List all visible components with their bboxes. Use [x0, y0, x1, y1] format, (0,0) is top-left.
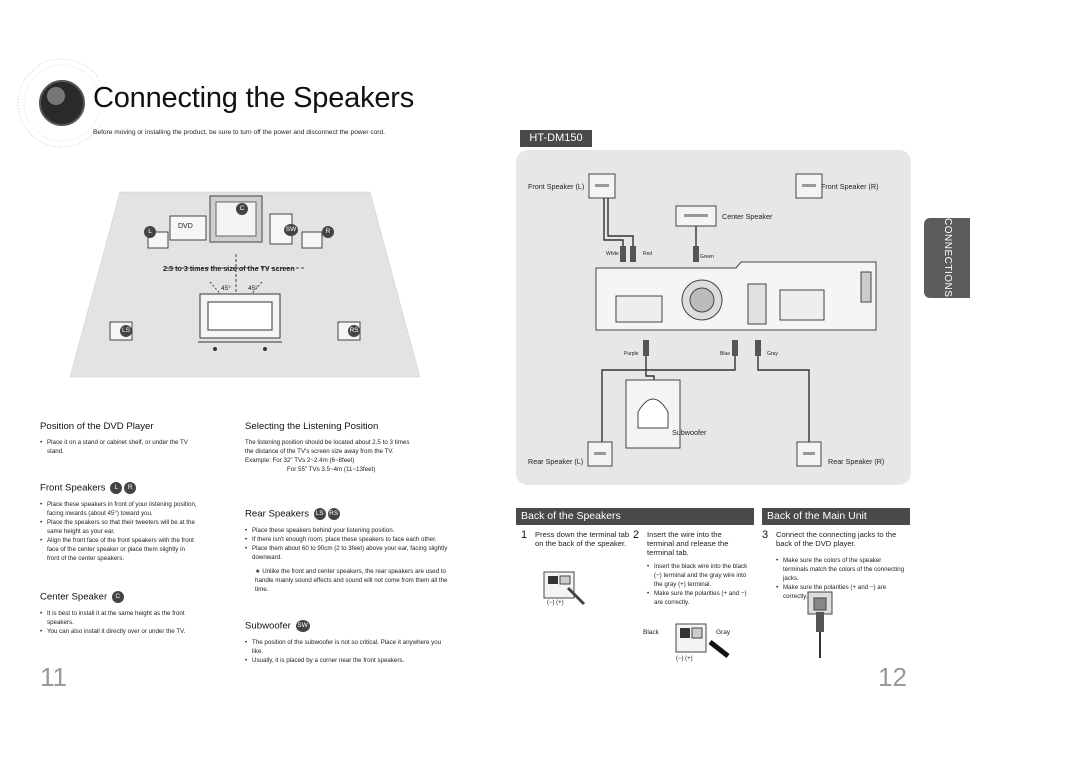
front-speakers-list: Place these speakers in front of your li…: [40, 500, 198, 563]
blue-wire-label: Blue: [720, 351, 731, 357]
polarity-label-1: (−) (+): [547, 600, 564, 606]
distance-note: 2.5 to 3 times the size of the TV screen: [163, 264, 295, 273]
rear-speakers-list: Place these speakers behind your listeni…: [245, 526, 460, 562]
page-number-right: 12: [878, 662, 907, 692]
subwoofer-section-badge: SW: [295, 620, 310, 632]
gray-wire-label: Gray: [767, 351, 778, 357]
center-speaker-list: It is best to install it at the same hei…: [40, 609, 200, 636]
list-item: The position of the subwoofer is not so …: [245, 638, 445, 656]
step-2-text: Insert the wire into the terminal and re…: [647, 530, 729, 557]
disc-logo: [17, 58, 100, 148]
page-number-left: 11: [40, 662, 67, 692]
center-speaker-title: Center Speaker: [40, 591, 108, 603]
gray-terminal-label: Gray: [716, 629, 731, 636]
angle-left-label: 45°: [221, 285, 231, 292]
polarity-label-2: (−) (+): [676, 656, 693, 662]
center-speaker-badge: C: [111, 591, 124, 603]
step-2-list: Insert the black wire into the black (−)…: [647, 562, 755, 607]
list-item: Place the speakers so that their tweeter…: [40, 518, 198, 536]
main-unit-list: Make sure the colors of the speaker term…: [776, 556, 908, 601]
subwoofer-heading: Subwoofer SW: [245, 620, 310, 632]
list-item: If there isn't enough room, place these …: [245, 535, 460, 544]
rear-right-badge: RS: [327, 508, 340, 520]
connections-tab-label: CONNECTIONS: [942, 218, 953, 298]
right-badge: R: [322, 226, 334, 238]
step-3-number: 3: [762, 529, 769, 541]
left-badge: L: [144, 226, 156, 238]
back-main-unit-heading: Back of the Main Unit: [762, 508, 910, 525]
black-wire-label: Black: [643, 629, 659, 636]
wire-insert-illustration: [675, 623, 730, 658]
listening-heading: Selecting the Listening Position: [245, 421, 379, 432]
red-wire-label: Red: [643, 251, 653, 257]
position-dvd-heading: Position of the DVD Player: [40, 421, 154, 432]
rear-right-label: Rear Speaker (R): [828, 457, 885, 466]
step-1-text: Press down the terminal tab on the back …: [535, 530, 630, 548]
list-item: Make sure the colors of the speaker term…: [776, 556, 908, 583]
rear-speakers-title: Rear Speakers: [245, 508, 309, 520]
jack-connection-illustration: [807, 591, 833, 658]
rear-speakers-note: ★ Unlike the front and center speakers, …: [255, 568, 448, 593]
list-item: Insert the black wire into the black (−)…: [647, 562, 755, 589]
right-surround-badge: RS: [348, 325, 360, 337]
page-subtitle: Before moving or installing the product,…: [93, 129, 386, 136]
list-item: Place them about 60 to 90cm (2 to 3feet)…: [245, 544, 460, 562]
model-badge: HT-DM150: [520, 130, 592, 147]
listening-text-55: For 55" TVs 3.5~4m (11~13feet): [287, 466, 376, 473]
front-right-badge: R: [124, 482, 137, 494]
wiring-diagram: [587, 173, 877, 467]
subwoofer-title: Subwoofer: [245, 620, 291, 632]
front-left-label: Front Speaker (L): [528, 182, 585, 191]
list-item: Make sure the polarities (+ and −) are c…: [776, 583, 908, 601]
front-left-badge: L: [110, 482, 123, 494]
connections-tab: [924, 218, 970, 298]
step-3-text: Connect the connecting jacks to the back…: [776, 530, 897, 548]
page-title: Connecting the Speakers: [93, 82, 415, 114]
purple-wire-label: Purple: [624, 351, 639, 357]
list-item: Place these speakers in front of your li…: [40, 500, 198, 518]
list-item: Usually, it is placed by a corner near t…: [245, 656, 445, 665]
front-right-label: Front Speaker (R): [821, 182, 879, 191]
center-speaker-heading: Center Speaker C: [40, 591, 124, 603]
subwoofer-badge: SW: [284, 224, 298, 236]
list-item: Place it on a stand or cabinet shelf, or…: [40, 438, 190, 456]
step-1-number: 1: [521, 529, 528, 541]
center-speaker-label: Center Speaker: [722, 212, 773, 221]
list-item: Make sure the polarities (+ and −) are c…: [647, 589, 755, 607]
green-wire-label: Green: [700, 254, 714, 260]
list-item: Place these speakers behind your listeni…: [245, 526, 460, 535]
rear-left-label: Rear Speaker (L): [528, 457, 584, 466]
center-badge: C: [236, 203, 248, 215]
listening-text: The listening position should be located…: [245, 439, 410, 464]
list-item: You can also install it directly over or…: [40, 627, 200, 636]
list-item: Align the front face of the front speake…: [40, 536, 198, 563]
terminal-press-illustration: [543, 571, 586, 606]
front-speakers-title: Front Speakers: [40, 482, 106, 494]
step-2-number: 2: [633, 529, 640, 541]
rear-left-badge: LS: [313, 508, 326, 520]
angle-right-label: 45°: [248, 285, 258, 292]
left-surround-badge: LS: [120, 325, 132, 337]
position-dvd-list: Place it on a stand or cabinet shelf, or…: [40, 438, 190, 456]
dvd-label: DVD: [178, 223, 193, 230]
list-item: It is best to install it at the same hei…: [40, 609, 200, 627]
white-wire-label: White: [606, 251, 619, 257]
back-speakers-heading: Back of the Speakers: [516, 508, 754, 525]
subwoofer-list: The position of the subwoofer is not so …: [245, 638, 445, 665]
subwoofer-label: Subwoofer: [672, 428, 707, 437]
